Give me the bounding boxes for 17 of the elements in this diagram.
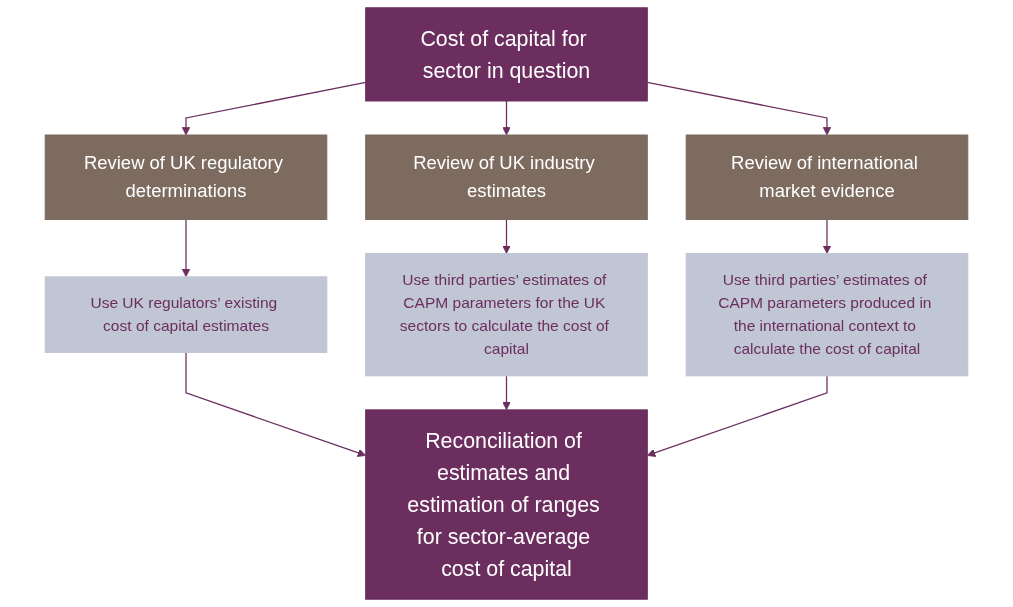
node-box: Use third parties’ estimates of CAPM parameters produced in the international context to calculate the cost of capital <box>685 253 969 377</box>
node-box: Use UK regulators’ existing cost of capital estimates <box>44 276 328 354</box>
node-box: Review of UK industry estimates <box>365 134 648 220</box>
arrow <box>502 218 511 254</box>
node-box: Cost of capital for sector in question <box>365 7 648 102</box>
arrow <box>185 351 367 457</box>
node-box: Reconciliation of estimates and estimation of ranges for sector-average cost of capital <box>365 409 648 600</box>
node-box: Review of UK regulatory determinations <box>44 134 328 220</box>
arrow <box>502 375 511 411</box>
arrow <box>646 375 828 457</box>
arrow <box>181 218 191 278</box>
arrow <box>822 218 832 254</box>
node-box: Use third parties’ estimates of CAPM parameters for the UK sectors to calculate the cost of capital <box>365 253 648 377</box>
arrow <box>646 81 832 136</box>
arrow <box>181 81 367 136</box>
arrow <box>502 100 511 136</box>
node-box: Review of international market evidence <box>685 134 969 220</box>
